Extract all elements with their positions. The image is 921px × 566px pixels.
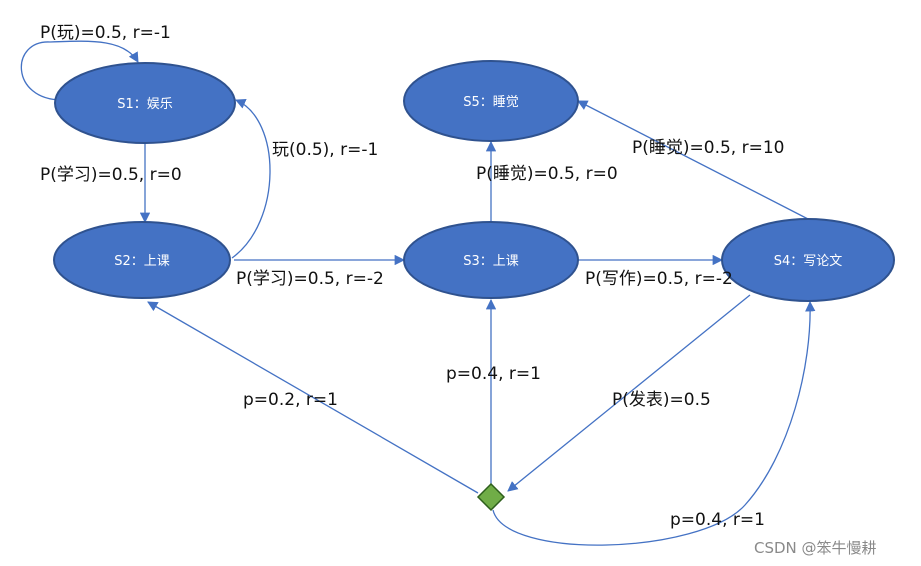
label-decision-to-s4: p=0.4, r=1 xyxy=(670,510,765,530)
edge-s1-self-loop xyxy=(20,40,139,101)
node-s2: S2：上课 xyxy=(53,221,231,299)
label-s4-to-s5: P(睡觉)=0.5, r=10 xyxy=(632,138,784,158)
label-s3-to-s5: P(睡觉)=0.5, r=0 xyxy=(476,164,618,184)
decision-diamond xyxy=(476,482,506,512)
edge-decision-to-s2 xyxy=(147,301,479,494)
label-s1-loop: P(玩)=0.5, r=-1 xyxy=(40,23,171,43)
node-s4: S4：写论文 xyxy=(721,218,895,302)
label-s4-to-decision: P(发表)=0.5 xyxy=(612,390,711,410)
node-s5-label: S5：睡觉 xyxy=(463,95,519,110)
node-s3: S3：上课 xyxy=(403,221,579,299)
label-s3-to-s4: P(写作)=0.5, r=-2 xyxy=(585,269,733,289)
label-decision-to-s3: p=0.4, r=1 xyxy=(446,364,541,384)
edge-s4-to-decision xyxy=(507,294,751,492)
edge-decision-to-s4 xyxy=(492,300,816,546)
label-decision-to-s2: p=0.2, r=1 xyxy=(243,390,338,410)
label-s2-to-s3: P(学习)=0.5, r=-2 xyxy=(236,269,384,289)
edge-s2-to-s1 xyxy=(231,98,271,259)
node-s4-label: S4：写论文 xyxy=(774,254,843,269)
node-s5: S5：睡觉 xyxy=(403,60,579,142)
watermark: CSDN @笨牛慢耕 xyxy=(754,539,877,557)
edge-s4-to-s5 xyxy=(577,100,809,220)
node-s1: S1：娱乐 xyxy=(54,62,236,144)
node-s2-label: S2：上课 xyxy=(114,254,170,269)
node-s3-label: S3：上课 xyxy=(463,254,519,269)
node-s1-label: S1：娱乐 xyxy=(117,97,173,112)
label-s2-to-s1: 玩(0.5), r=-1 xyxy=(272,140,378,160)
label-s1-to-s2: P(学习)=0.5, r=0 xyxy=(40,165,182,185)
